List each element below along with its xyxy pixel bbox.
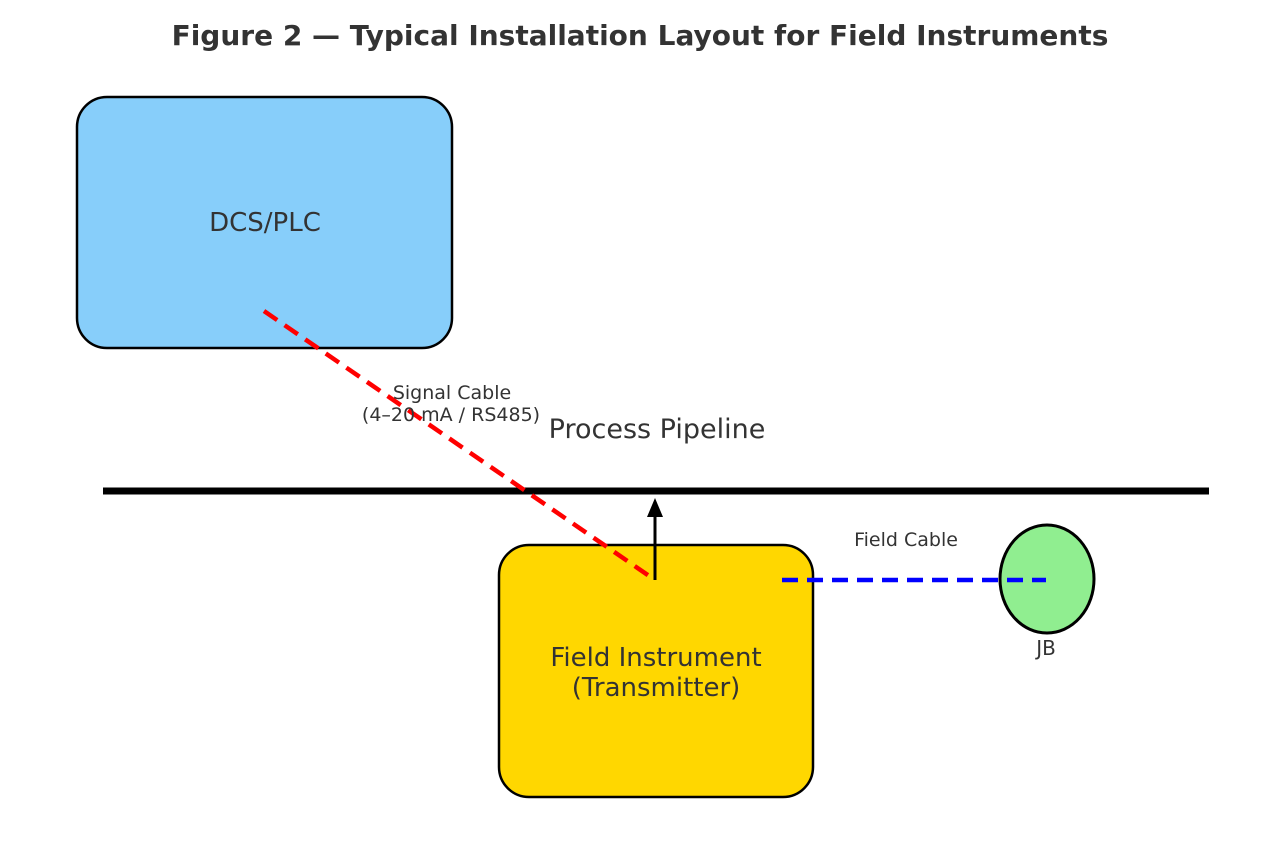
figure-title: Figure 2 — Typical Installation Layout f… bbox=[172, 19, 1109, 52]
process-pipeline-label: Process Pipeline bbox=[549, 414, 766, 445]
tap-arrow-head-icon bbox=[647, 498, 663, 517]
junction-box-ellipse bbox=[998, 523, 1096, 635]
dcs-plc-label: DCS/PLC bbox=[209, 208, 321, 238]
dcs-plc-box bbox=[75, 95, 454, 350]
signal-cable-label-line1: Signal Cable bbox=[393, 382, 511, 404]
field-instrument-label-line2: (Transmitter) bbox=[572, 673, 741, 703]
signal-cable-label-line2: (4–20 mA / RS485) bbox=[362, 404, 540, 426]
junction-box-label: JB bbox=[1034, 636, 1056, 660]
field-instrument-label-line1: Field Instrument bbox=[550, 643, 761, 673]
field-cable-label: Field Cable bbox=[854, 529, 958, 551]
signal-cable-line bbox=[262, 309, 657, 582]
